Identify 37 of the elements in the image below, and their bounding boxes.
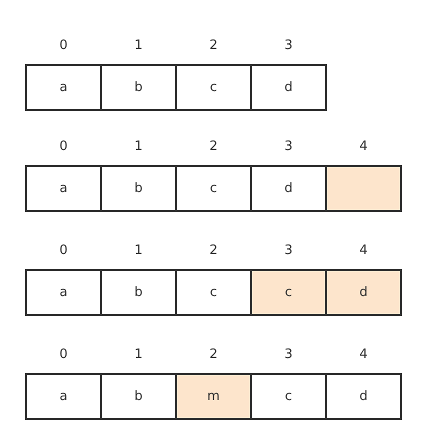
index-label: 1 [133,139,144,154]
index-label: 2 [208,38,219,53]
array-cell: b [100,64,177,111]
index-label: 3 [283,139,294,154]
index-label: 4 [358,139,369,154]
index-label: 2 [208,347,219,362]
array-cell: b [100,373,177,420]
index-label: 0 [58,243,69,258]
array-cell: c [250,269,327,316]
array-cell: a [25,165,102,212]
array-cell: m [175,373,252,420]
index-label: 0 [58,347,69,362]
index-label: 1 [133,347,144,362]
index-label: 4 [358,347,369,362]
array-cell: c [175,64,252,111]
array-cell: a [25,64,102,111]
array-cell: d [325,269,402,316]
index-label: 3 [283,38,294,53]
array-cell: b [100,269,177,316]
index-label: 3 [283,347,294,362]
index-label: 3 [283,243,294,258]
array-cell: d [250,64,327,111]
index-label: 1 [133,38,144,53]
array-cell: c [250,373,327,420]
array-cell: c [175,269,252,316]
array-cell: b [100,165,177,212]
index-label: 1 [133,243,144,258]
array-cell: a [25,373,102,420]
array-cell: a [25,269,102,316]
index-label: 4 [358,243,369,258]
array-cell: d [325,373,402,420]
array-cell: d [250,165,327,212]
index-label: 0 [58,139,69,154]
index-label: 2 [208,139,219,154]
index-label: 2 [208,243,219,258]
index-label: 0 [58,38,69,53]
array-cell: c [175,165,252,212]
